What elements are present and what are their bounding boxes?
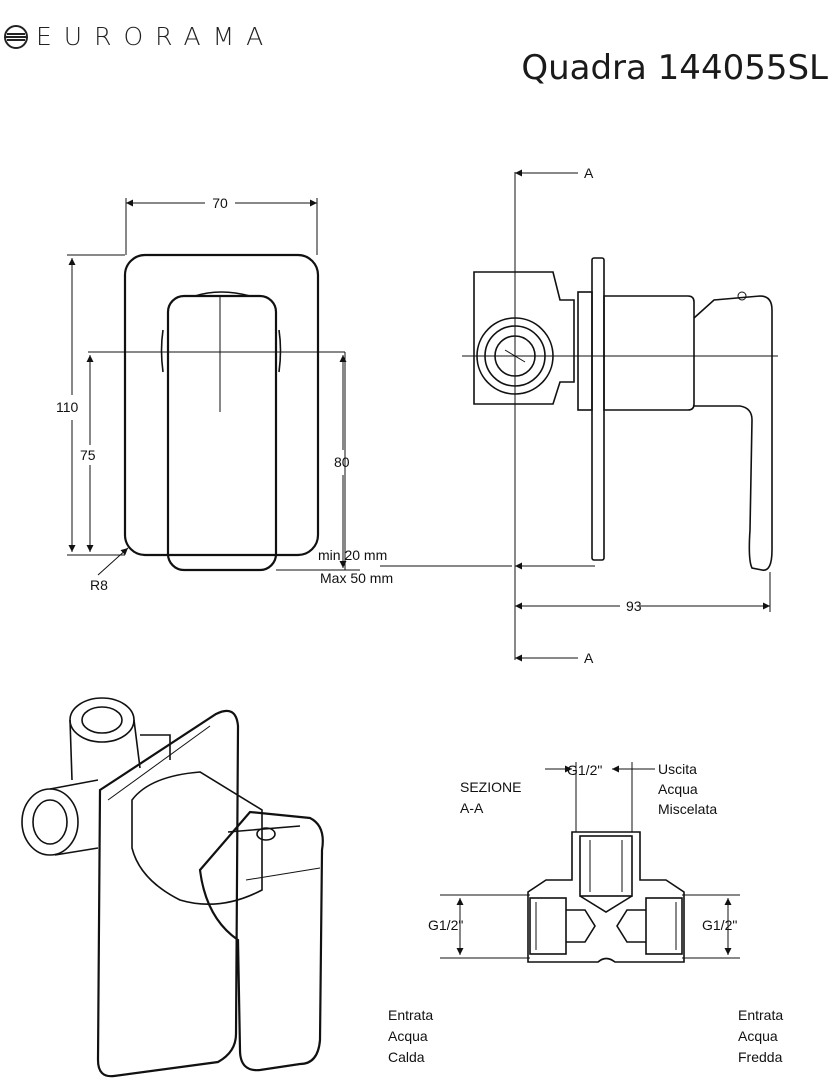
depth-max-label: Max 50 mm [320,570,393,586]
cold-inlet-line1: Entrata [738,1007,783,1023]
section-title-line1: SEZIONE [460,779,521,795]
brand-logo: EURORAMA [4,22,275,51]
isometric-view [21,697,324,1078]
front-wall-plate [123,253,320,557]
section-mark-bottom: A [584,650,594,666]
depth-min-label: min 20 mm [318,547,387,563]
dim-width: 70 [212,195,228,211]
outlet-line3: Miscelata [658,801,717,817]
radius-label: R8 [90,577,108,593]
outlet-line1: Uscita [658,761,697,777]
section-mark-top: A [584,165,594,181]
hot-inlet-line2: Acqua [388,1028,428,1044]
dim-lever-height: 80 [334,454,350,470]
side-view: A A 93 [462,165,778,666]
cold-inlet-line3: Fredda [738,1049,783,1065]
cold-inlet-line2: Acqua [738,1028,778,1044]
right-thread-label: G1/2" [702,917,737,933]
brand-name: EURORAMA [36,22,276,51]
hot-inlet-line1: Entrata [388,1007,433,1023]
front-view: 70 110 75 80 R8 min 20 mm Max 50 mm [56,195,512,593]
section-a-a: SEZIONE A-A G1/2" Uscita Acqua Miscelata… [388,761,783,1065]
outlet-line2: Acqua [658,781,698,797]
front-lever [166,294,278,572]
top-thread-label: G1/2" [567,762,602,778]
side-wall-plate [591,257,605,561]
dim-center-height: 75 [80,447,96,463]
dim-height: 110 [56,399,79,415]
eurorama-logo-icon [4,24,28,49]
left-thread-label: G1/2" [428,917,463,933]
section-title-line2: A-A [460,800,484,816]
hot-inlet-line3: Calda [388,1049,425,1065]
dim-depth: 93 [626,598,642,614]
product-title: Quadra 144055SL [521,48,828,88]
